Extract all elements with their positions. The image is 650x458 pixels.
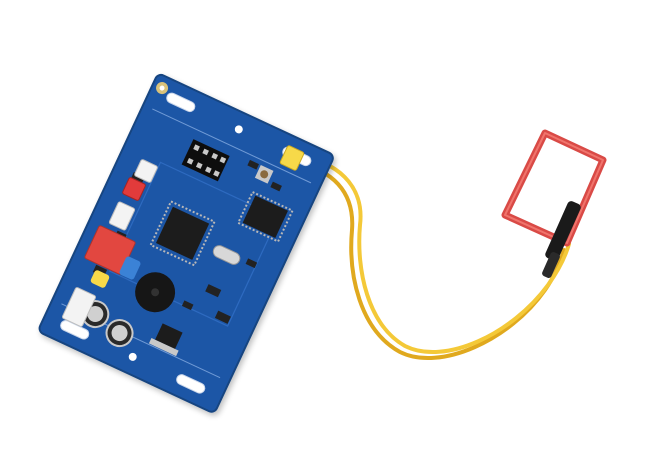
white-connector-top bbox=[134, 159, 158, 183]
rfid-controller-board bbox=[38, 73, 334, 413]
yellow-capacitor bbox=[90, 270, 110, 288]
white-connector-mid bbox=[108, 201, 136, 231]
red-connector bbox=[122, 177, 146, 201]
antenna-connector bbox=[279, 145, 305, 171]
antenna-coil bbox=[501, 129, 607, 278]
blue-capacitor bbox=[119, 256, 141, 280]
antenna-cable bbox=[296, 155, 571, 361]
white-connector-bottom bbox=[62, 287, 96, 327]
